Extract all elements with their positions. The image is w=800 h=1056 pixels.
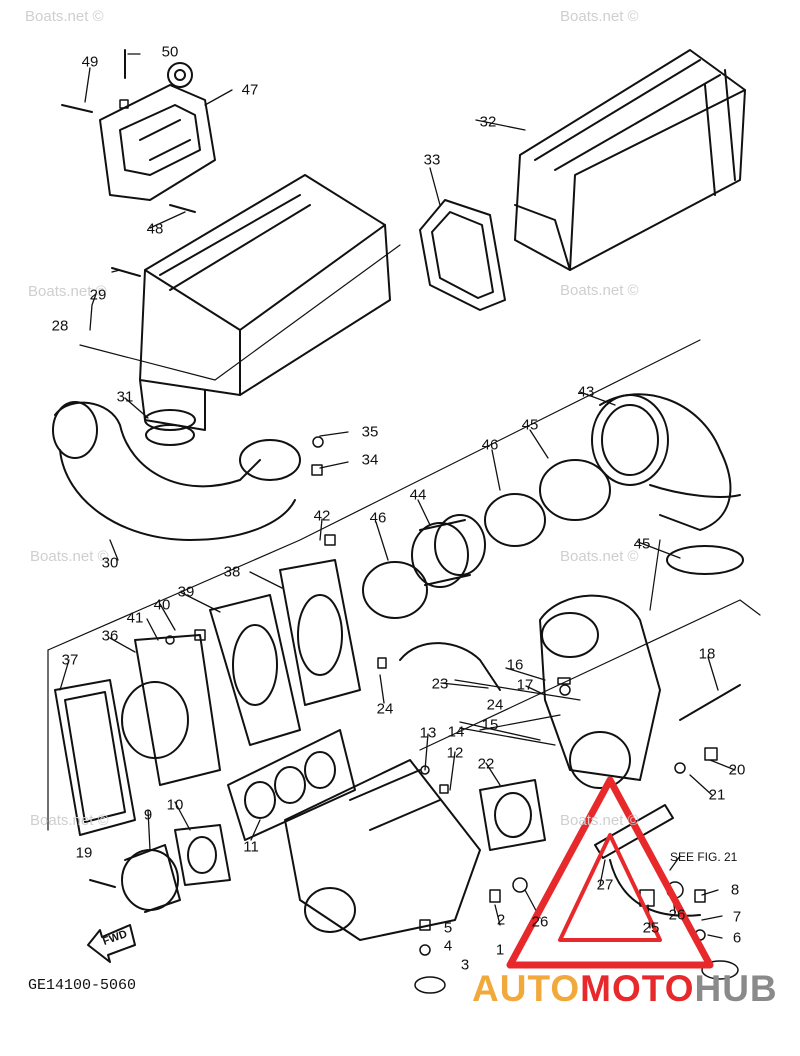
callout-32: 32 [479, 113, 497, 131]
watermark: Boats.net © [30, 548, 109, 565]
callout-26-left: 26 [531, 913, 549, 931]
callout-22: 22 [477, 755, 495, 773]
watermark: Boats.net © [560, 548, 639, 565]
callout-14: 14 [447, 723, 465, 741]
callout-16: 16 [506, 656, 524, 674]
part-46-clamp [362, 561, 428, 619]
callout-29: 29 [89, 286, 107, 304]
callout-47: 47 [241, 81, 259, 99]
callout-44: 44 [409, 486, 427, 504]
callout-42: 42 [313, 507, 331, 525]
watermark: Boats.net © [560, 812, 639, 829]
callout-3: 3 [460, 956, 470, 974]
callout-41: 41 [126, 609, 144, 627]
callout-24-left: 24 [376, 700, 394, 718]
callout-40: 40 [153, 596, 171, 614]
callout-7: 7 [732, 908, 742, 926]
part-39-gasket [209, 594, 301, 746]
part-48-bolt [169, 204, 196, 213]
callout-18: 18 [698, 645, 716, 663]
callout-28: 28 [51, 317, 69, 335]
callout-33: 33 [423, 151, 441, 169]
callout-11: 11 [243, 838, 259, 856]
callout-4: 4 [443, 937, 453, 955]
callout-34: 34 [361, 451, 379, 469]
brand-part-auto: AUTO [472, 968, 581, 1009]
callout-15: 15 [481, 716, 499, 734]
callout-36: 36 [101, 627, 119, 645]
callout-17: 17 [516, 676, 534, 694]
brand-watermark: AUTOMOTOHUB [472, 968, 778, 1010]
part-29-bolt [111, 267, 141, 277]
part-43-elbow [591, 393, 741, 531]
callout-12: 12 [446, 744, 464, 762]
automotohub-logo-icon [506, 776, 714, 969]
part-14-joint [539, 594, 661, 789]
part-28-muffler [139, 174, 391, 446]
callout-48: 48 [146, 220, 164, 238]
callout-20: 20 [728, 761, 746, 779]
brand-part-hub: HUB [694, 968, 778, 1009]
callout-43: 43 [577, 383, 595, 401]
diagram-code: GE14100-5060 [28, 977, 137, 994]
callout-27: 27 [596, 876, 614, 894]
part-38-gasket [279, 559, 361, 706]
watermark: Boats.net © [25, 8, 104, 25]
part-46-clamp-upper [484, 493, 546, 547]
callout-30: 30 [101, 554, 119, 572]
brand-part-moto: MOTO [580, 968, 695, 1009]
callout-31: 31 [116, 388, 134, 406]
callout-49: 49 [81, 53, 99, 71]
part-45-clamp-lower [666, 545, 744, 575]
callout-26-right: 26 [668, 906, 686, 924]
callout-21: 21 [708, 786, 726, 804]
part-19-bolt [89, 879, 116, 888]
callout-23: 23 [431, 675, 449, 693]
callout-24-right: 24 [486, 696, 504, 714]
part-11-gasket [227, 729, 356, 841]
part-49-bolt [61, 104, 93, 113]
part-33-gasket [419, 199, 506, 311]
part-36-cover [121, 634, 221, 786]
callout-9: 9 [143, 806, 153, 824]
watermark: Boats.net © [28, 283, 107, 300]
watermark: Boats.net © [560, 8, 639, 25]
part-32-silencer [514, 49, 746, 271]
part-44-hose [411, 514, 486, 588]
callout-46-lower: 46 [369, 509, 387, 527]
fwd-arrow-icon [87, 924, 136, 963]
callout-5: 5 [443, 919, 453, 937]
part-18-bolt [679, 684, 741, 721]
part-1-manifold [284, 759, 481, 941]
callout-10: 10 [166, 796, 184, 814]
part-22-gasket [479, 779, 546, 851]
callout-45-lower: 45 [633, 535, 651, 553]
part-37-gasket [54, 679, 136, 836]
watermark: Boats.net © [560, 282, 639, 299]
see-fig-note: SEE FIG. 21 [670, 850, 738, 864]
callout-46-upper: 46 [481, 436, 499, 454]
part-45-clamp-upper [539, 459, 611, 521]
part-10-gasket [174, 824, 231, 886]
callout-45-upper: 45 [521, 416, 539, 434]
watermark: Boats.net © [30, 812, 109, 829]
callout-6: 6 [732, 929, 742, 947]
callout-38: 38 [223, 563, 241, 581]
callout-50: 50 [161, 43, 179, 61]
callout-39: 39 [177, 583, 195, 601]
part-47-bracket [99, 62, 216, 201]
part-23-hose [399, 642, 501, 691]
part-30-pipe [52, 401, 301, 541]
callout-25: 25 [642, 919, 660, 937]
callout-1: 1 [495, 941, 505, 959]
callout-37: 37 [61, 651, 79, 669]
callout-2: 2 [496, 911, 506, 929]
callout-35: 35 [361, 423, 379, 441]
callout-19: 19 [75, 844, 93, 862]
callout-8: 8 [730, 881, 740, 899]
part-9-cap [121, 844, 181, 913]
callout-13: 13 [419, 724, 437, 742]
